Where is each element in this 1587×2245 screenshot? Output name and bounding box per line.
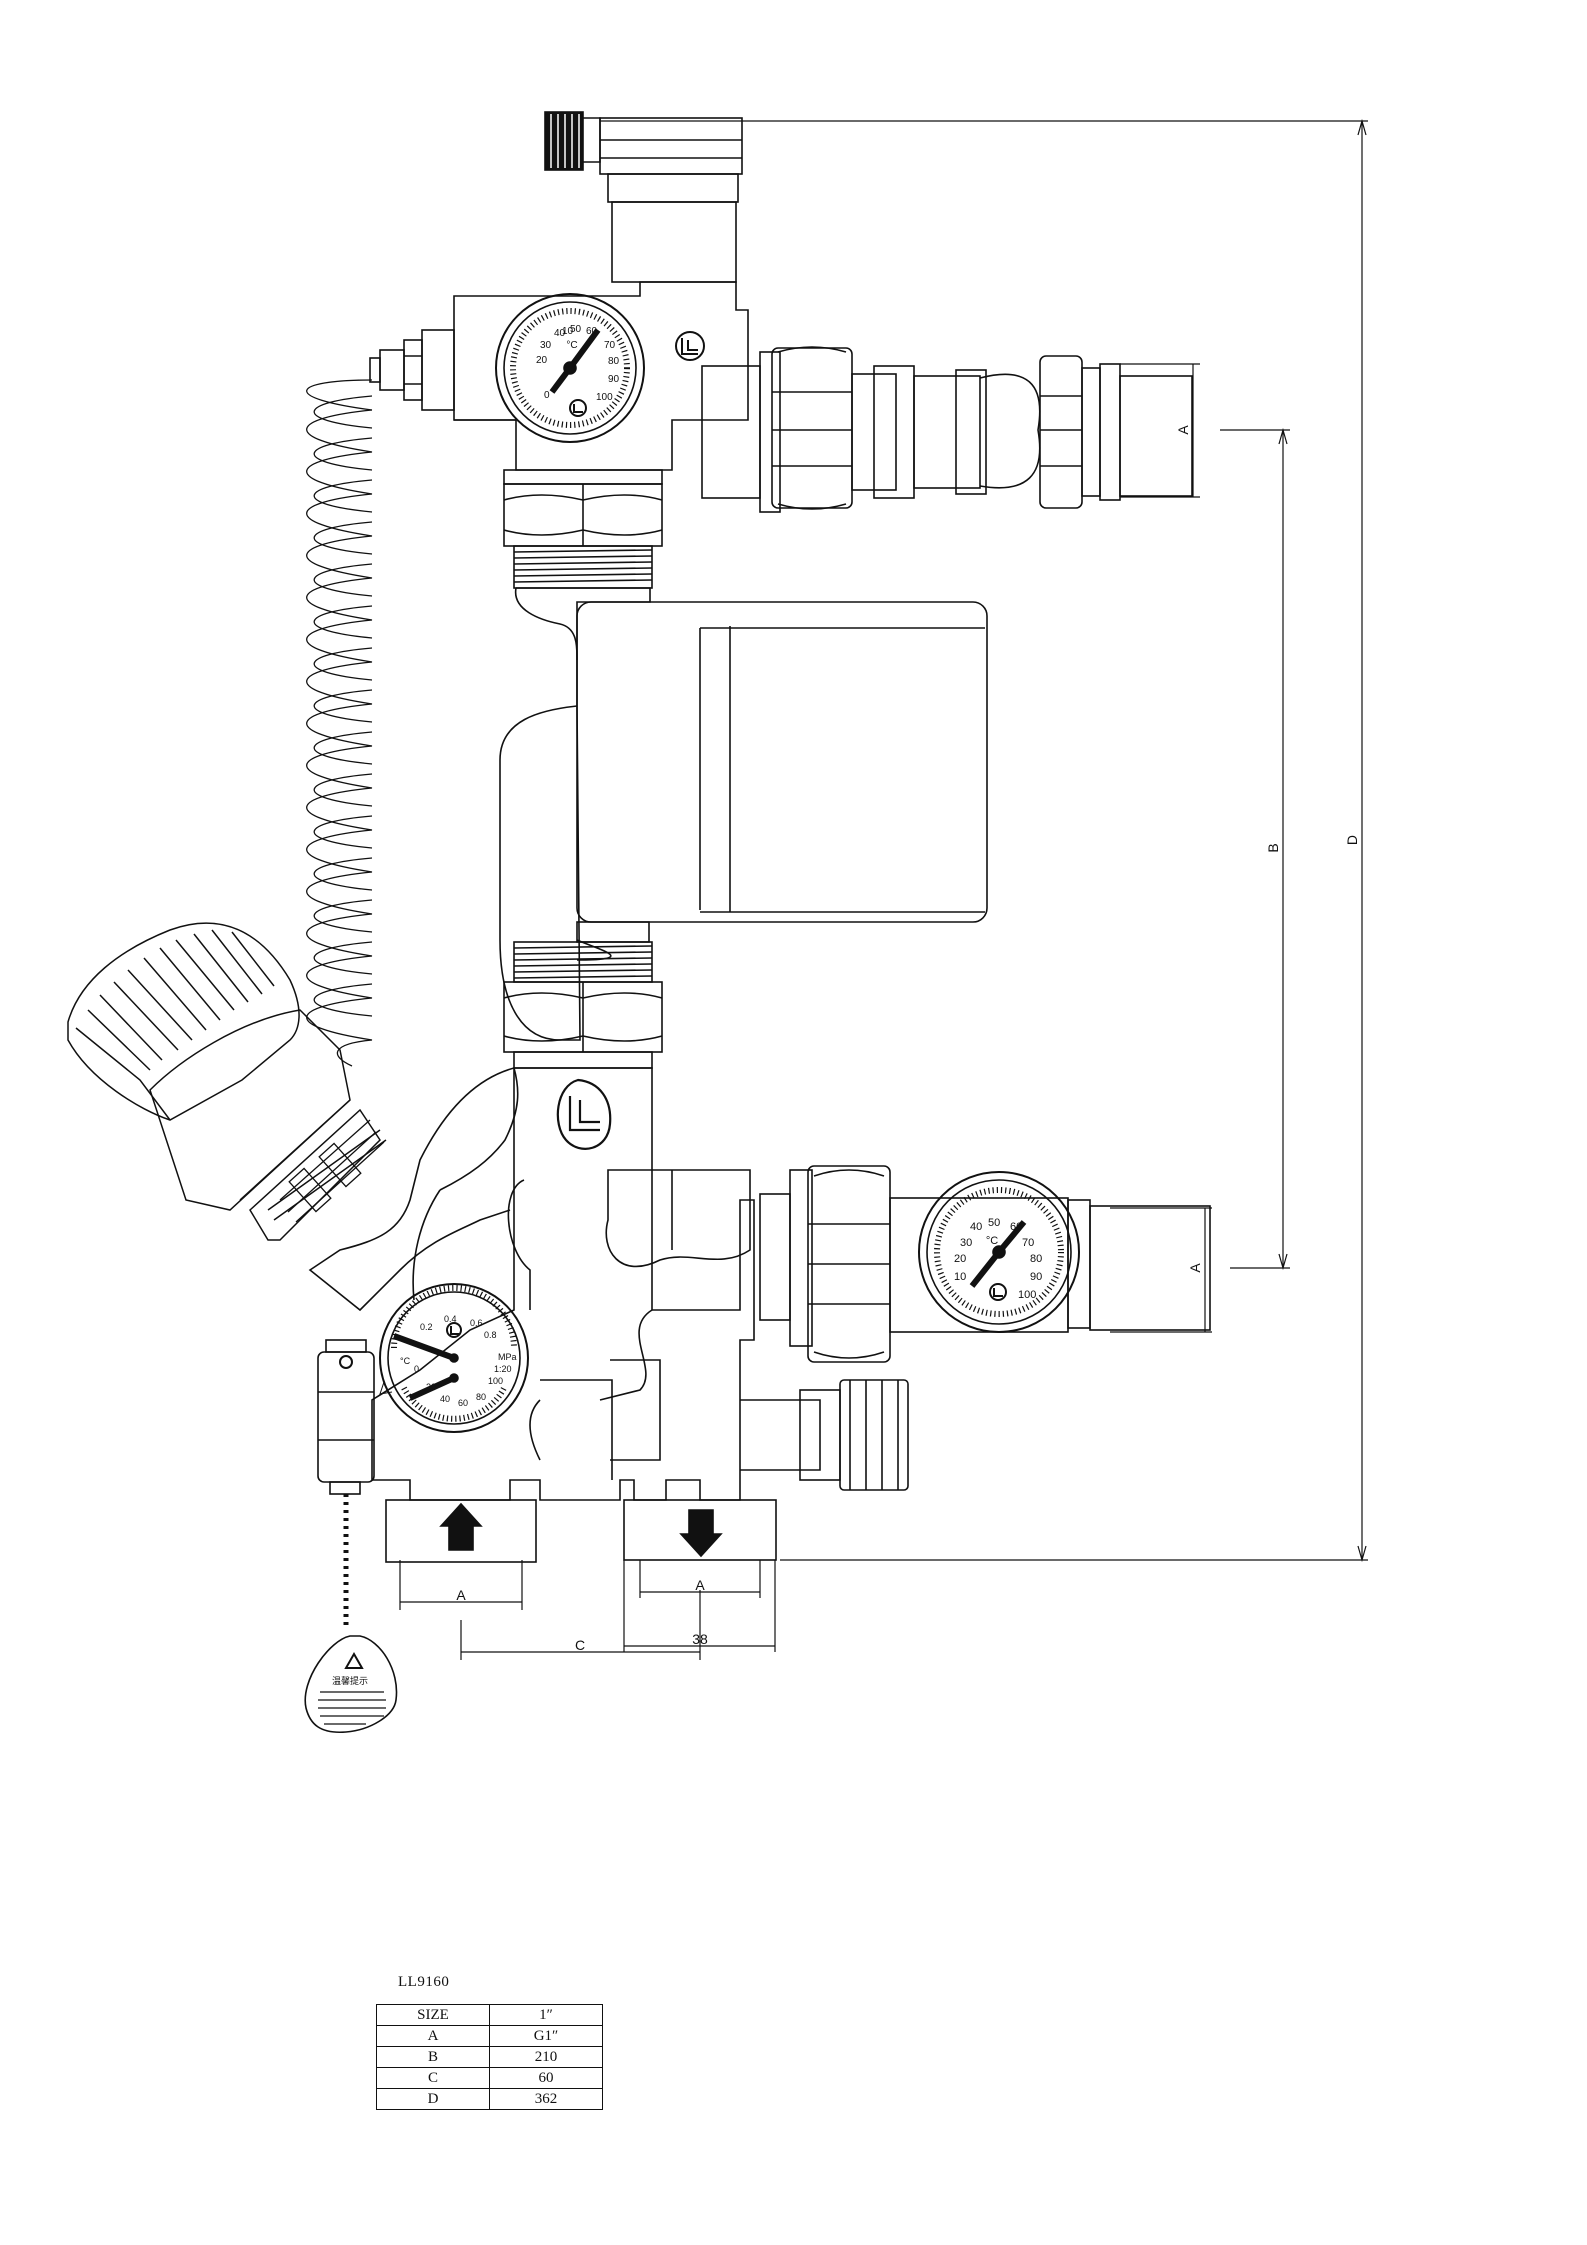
right-gauge-tick: 80 — [1030, 1253, 1042, 1265]
combo-gauge-temp-tick: 100 — [488, 1376, 503, 1386]
spec-header-cell: SIZE — [376, 2004, 490, 2026]
dim-label-38: 38 — [692, 1631, 708, 1647]
combo-gauge-temp-tick: 80 — [476, 1392, 486, 1402]
right-temperature-gauge — [918, 1171, 1080, 1333]
right-gauge-tick: 10 — [954, 1271, 966, 1283]
air-vent — [544, 111, 743, 283]
tag-title: 温馨提示 — [332, 1675, 368, 1686]
top-gauge-tick: 100 — [596, 392, 613, 403]
dim-label-d: D — [1344, 835, 1360, 845]
spec-cell: C — [376, 2067, 490, 2089]
combo-gauge-pressure-tick: 0.6 — [470, 1318, 483, 1328]
combo-gauge-pressure-ratio: 1:20 — [494, 1364, 512, 1374]
right-gauge-unit: °C — [986, 1235, 998, 1247]
thread-top — [513, 545, 653, 589]
top-manifold — [369, 281, 749, 589]
combo-gauge-pressure-tick: 0.4 — [444, 1314, 457, 1324]
right-gauge-tick: 60 — [1010, 1221, 1022, 1233]
top-gauge-tick: 70 — [604, 340, 616, 351]
right-gauge-tick: 40 — [970, 1221, 982, 1233]
combo-gauge-temp-unit: °C — [400, 1356, 411, 1366]
mixing-valve — [67, 922, 515, 1312]
combo-gauge-temp-tick: 60 — [458, 1398, 468, 1408]
combo-gauge-temp-tick: 40 — [440, 1394, 450, 1404]
dim-label-c: C — [575, 1637, 585, 1653]
spec-table: SIZE 1″ A G1″ B 210 C 60 D 362 — [376, 2004, 603, 2110]
dim-label-a-mid: A — [1187, 1263, 1203, 1273]
spec-table-header: SIZE 1″ — [376, 2004, 603, 2026]
thermostatic-head — [67, 922, 387, 1241]
combo-gauge-pressure-tick: 0.8 — [484, 1330, 497, 1340]
top-gauge-tick: 30 — [540, 340, 552, 351]
right-gauge-tick: 70 — [1022, 1237, 1034, 1249]
combo-gauge-pressure-unit: MPa — [498, 1352, 517, 1362]
lower-manifold — [371, 1067, 1211, 1563]
dim-label-b: B — [1265, 843, 1281, 852]
spec-cell: B — [376, 2046, 490, 2068]
dimension-lines — [399, 118, 1368, 1660]
spec-table-row: B 210 — [376, 2046, 603, 2068]
spec-cell: 60 — [489, 2067, 603, 2089]
spec-cell: 362 — [489, 2088, 603, 2110]
dim-label-a-top: A — [1175, 425, 1191, 435]
right-gauge-tick: 100 — [1018, 1289, 1036, 1301]
top-gauge-tick: 20 — [536, 355, 548, 366]
spec-cell: G1″ — [489, 2025, 603, 2047]
capillary-coil — [306, 379, 373, 1067]
right-gauge-tick: 50 — [988, 1217, 1000, 1229]
spec-header-cell: 1″ — [489, 2004, 603, 2026]
drain-valve — [304, 1339, 398, 1733]
spec-cell: A — [376, 2025, 490, 2047]
tag-fine-print — [318, 1691, 386, 1725]
dim-label-a-bottom-left: A — [456, 1587, 466, 1603]
top-gauge-tick: 80 — [608, 356, 620, 367]
spec-table-row: A G1″ — [376, 2025, 603, 2047]
combo-gauge — [379, 1283, 529, 1433]
right-gauge-tick: 90 — [1030, 1271, 1042, 1283]
spec-table-row: D 362 — [376, 2088, 603, 2110]
spec-cell: 210 — [489, 2046, 603, 2068]
spec-table-row: C 60 — [376, 2067, 603, 2089]
top-gauge-unit: °C — [566, 340, 577, 351]
spec-cell: D — [376, 2088, 490, 2110]
top-gauge-tick: 0 — [544, 390, 550, 401]
circulation-pump — [499, 587, 988, 1069]
top-gauge-tick: 50 — [570, 324, 582, 335]
top-gauge-tick: 90 — [608, 374, 620, 385]
combo-gauge-pressure-tick: 0.2 — [420, 1322, 433, 1332]
top-gauge-tick: 60 — [586, 326, 598, 337]
top-gauge-tick: 10 — [562, 326, 574, 337]
right-gauge-tick: 20 — [954, 1253, 966, 1265]
top-outlet — [701, 346, 1193, 513]
right-gauge-tick: 30 — [960, 1237, 972, 1249]
dim-label-a-bottom-right: A — [695, 1577, 705, 1593]
model-number: LL9160 — [398, 1974, 450, 1990]
combo-gauge-temp-tick: 20 — [426, 1382, 436, 1392]
combo-gauge-temp-tick: 0 — [414, 1364, 419, 1374]
top-gauge-tick: 40 — [554, 328, 566, 339]
top-temperature-gauge — [495, 293, 705, 443]
